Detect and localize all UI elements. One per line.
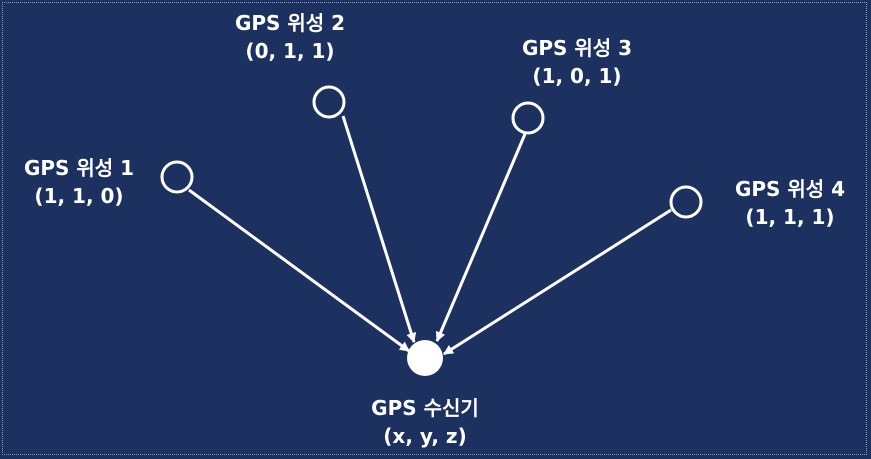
signal-line-1 <box>188 188 410 353</box>
satellite-2-name: GPS 위성 2 <box>234 11 346 35</box>
satellite-4-coords: (1, 1, 1) <box>745 205 835 229</box>
satellite-1-label: GPS 위성 1 (1, 1, 0) <box>24 154 134 210</box>
satellite-1-icon <box>160 160 194 194</box>
satellite-3-label: GPS 위성 3 (1, 0, 1) <box>522 34 632 90</box>
satellite-3-coords: (1, 0, 1) <box>532 64 622 88</box>
satellite-4-label: GPS 위성 4 (1, 1, 1) <box>735 175 845 231</box>
satellite-2-label: GPS 위성 2 (0, 1, 1) <box>235 9 345 65</box>
satellite-2-icon <box>312 85 346 119</box>
satellite-3-name: GPS 위성 3 <box>521 36 633 60</box>
signal-line-2 <box>341 115 417 343</box>
satellite-1-name: GPS 위성 1 <box>23 156 135 180</box>
signal-line-3 <box>435 133 527 342</box>
receiver-coords: (x, y, z) <box>383 424 467 448</box>
satellite-4-name: GPS 위성 4 <box>734 177 846 201</box>
satellite-3-icon <box>511 101 545 135</box>
receiver-name: GPS 수신기 <box>371 396 479 420</box>
receiver-label: GPS 수신기 (x, y, z) <box>371 394 479 450</box>
satellite-2-coords: (0, 1, 1) <box>245 39 335 63</box>
receiver-icon <box>407 340 443 376</box>
satellite-4-icon <box>669 185 703 219</box>
satellite-1-coords: (1, 1, 0) <box>34 184 124 208</box>
signal-line-4 <box>443 208 672 356</box>
